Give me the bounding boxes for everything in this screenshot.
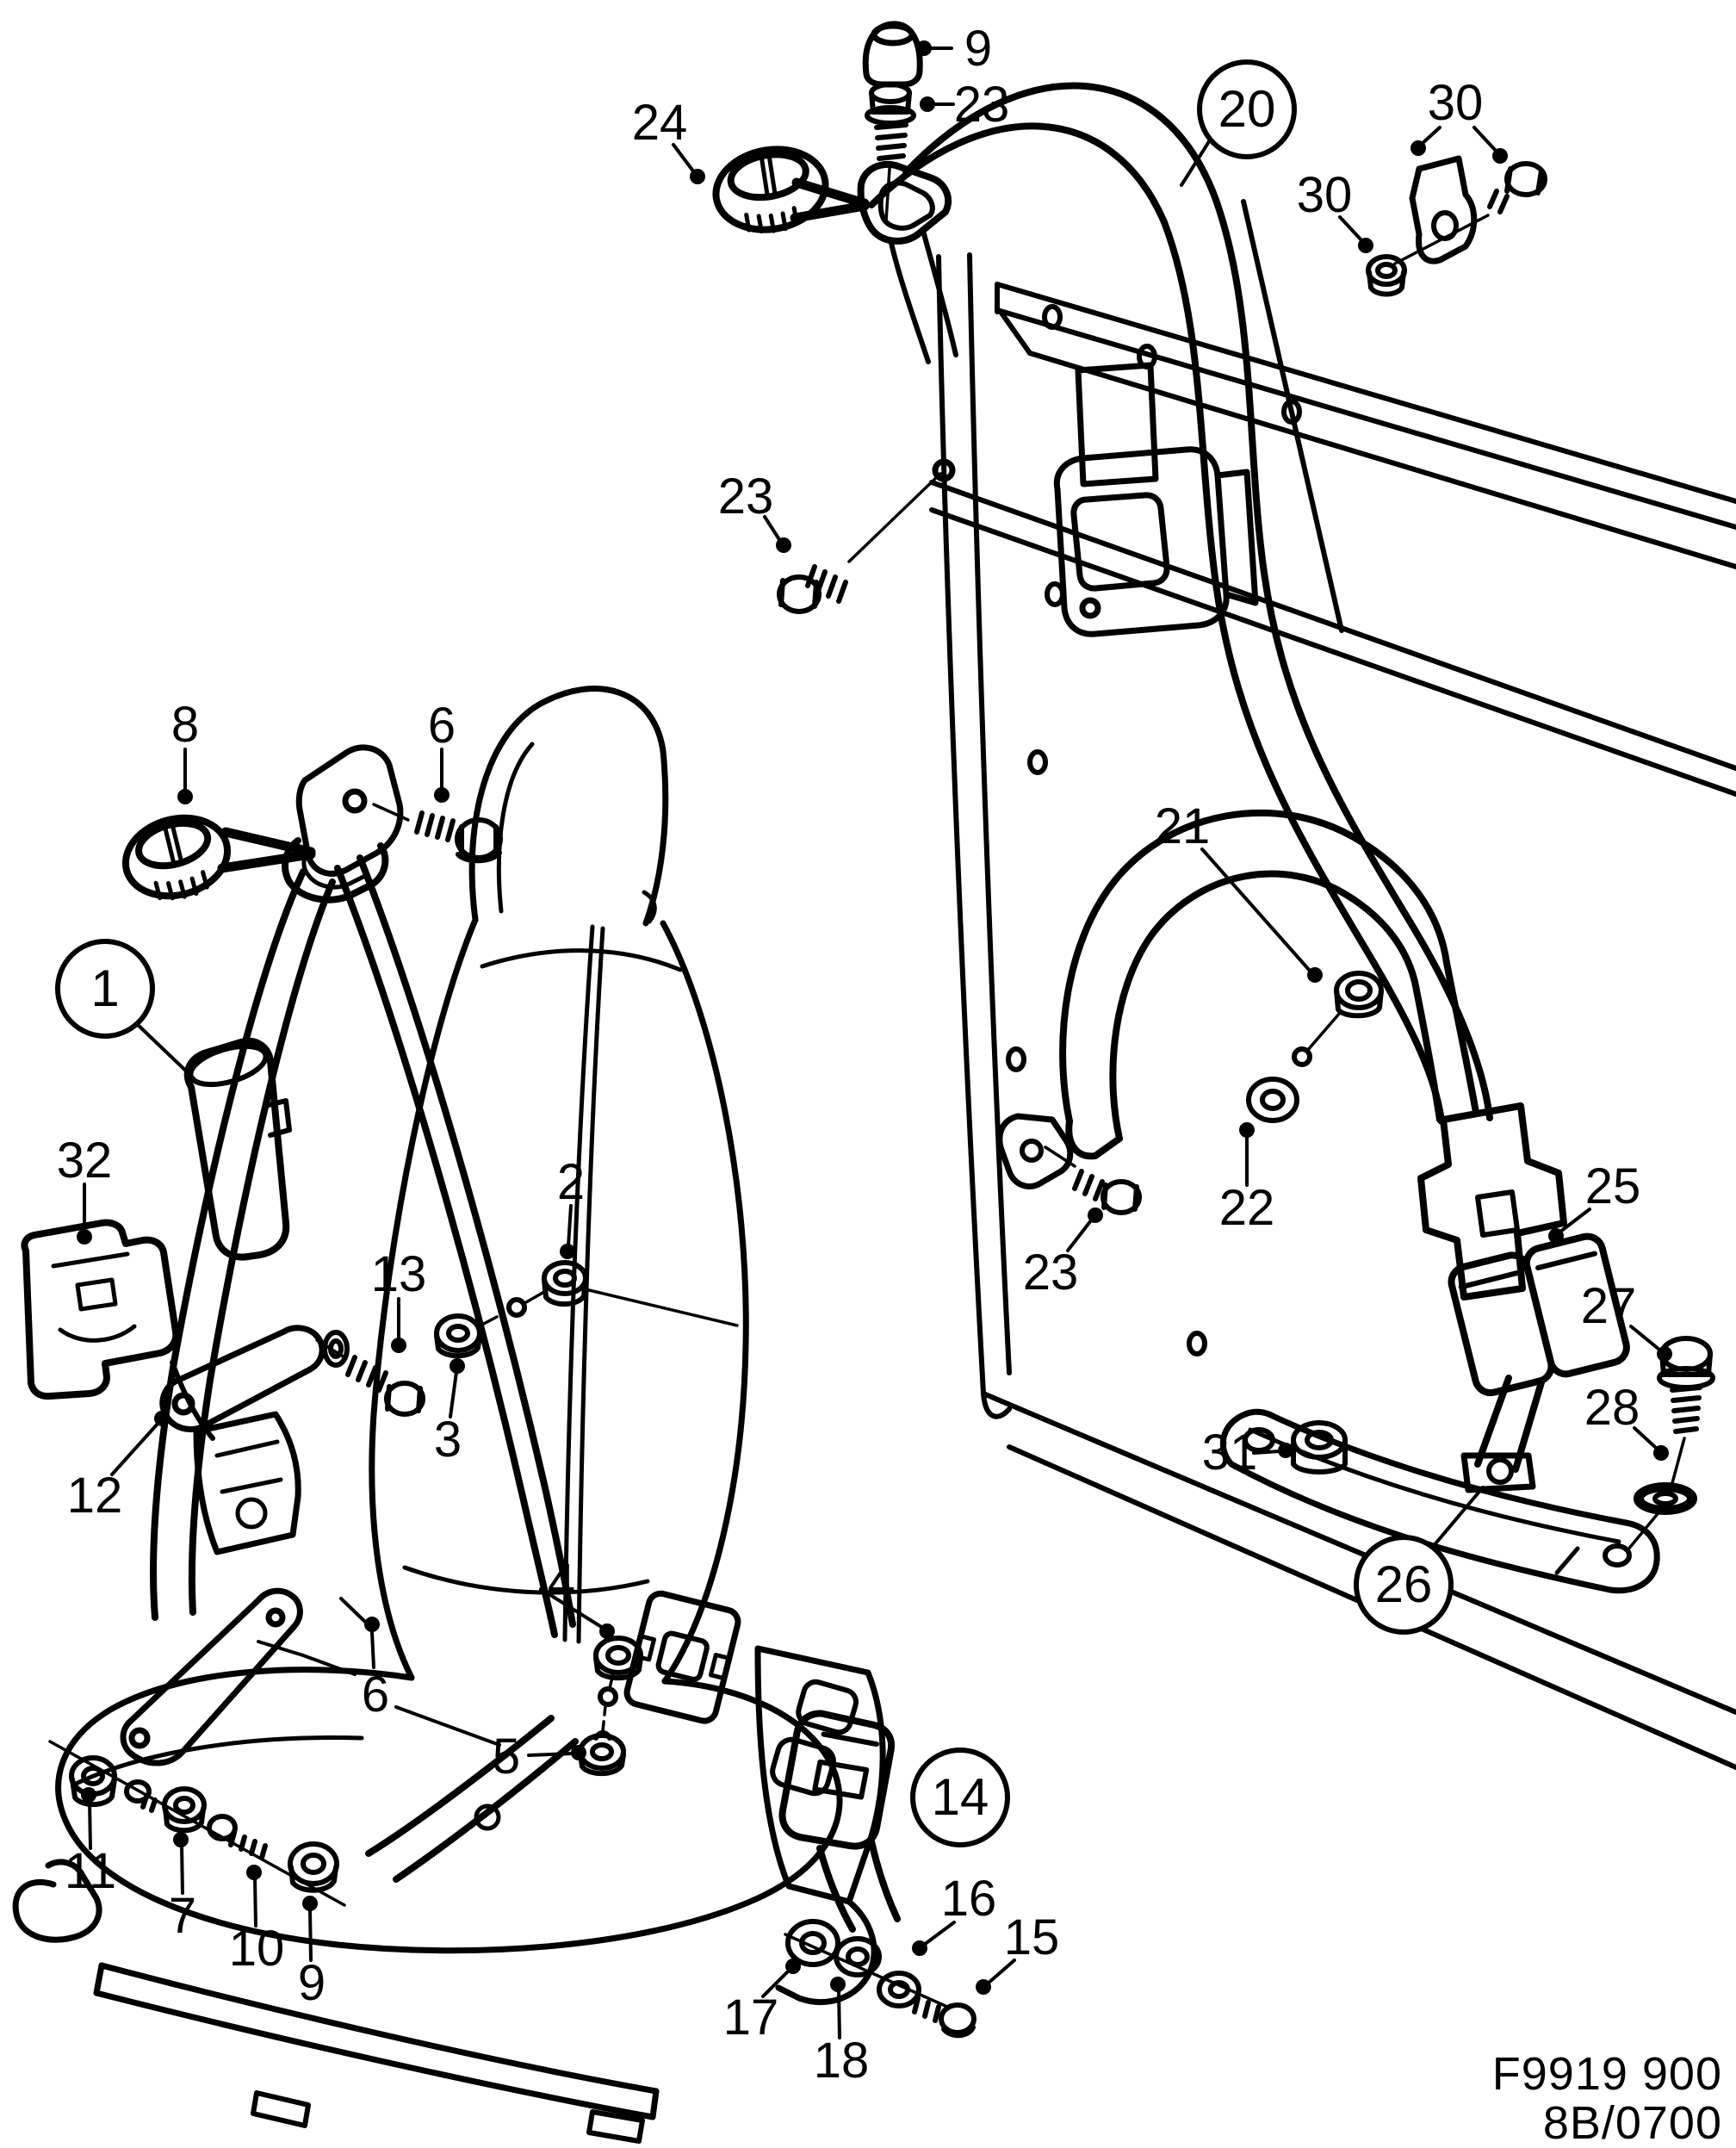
bracket-30-parts (1366, 155, 1547, 297)
cover-32-part (21, 1219, 180, 1400)
buckle-25-part (1448, 1232, 1630, 1493)
bolt-27-part (1657, 1336, 1715, 1485)
nut-21-part (1292, 971, 1384, 1067)
bolt-23-mid-part (777, 472, 942, 614)
nut-2-part (506, 1260, 739, 1327)
figure-code: F9919 900 (1491, 2048, 1722, 2100)
seat-outline (12, 686, 886, 2144)
washer-28-part (1626, 1482, 1697, 1552)
rear-retractor (932, 362, 1259, 637)
install-arrows (217, 177, 870, 873)
rear-shoulder-belt (868, 82, 1493, 1125)
front-belt-webbing (150, 854, 579, 1883)
washers-4-5-parts (578, 1636, 643, 1777)
buckle-14-assembly (778, 1710, 901, 1933)
grommet-24-part (712, 146, 829, 234)
retractor-12-assembly (159, 1325, 326, 1555)
cap-9-part (862, 21, 923, 88)
floor-anchor-bar-26 (1219, 1408, 1660, 1594)
rear-lap-belt (996, 809, 1479, 1189)
revision-code: 8B/0700 (1542, 2097, 1722, 2148)
bolt-23-right-part (1044, 1145, 1142, 1215)
figure-footer: F9919 900 8B/0700 (1491, 2048, 1722, 2148)
lower-anchor-bracket (120, 1587, 303, 1766)
bolt-13-part (315, 1330, 425, 1417)
nut-31-part (1291, 1420, 1348, 1474)
fastener-row-parts (48, 1740, 346, 1907)
rear-shelf-structure (929, 199, 1736, 1770)
washer-22-part (1246, 1077, 1299, 1123)
bolt-23-top-part (865, 82, 916, 222)
washer-3-part (434, 1313, 499, 1359)
rear-tongue-plate (1417, 1102, 1567, 1301)
grommet-8-part (121, 814, 232, 901)
washers-17-18-16-screw-15 (784, 1919, 976, 2039)
